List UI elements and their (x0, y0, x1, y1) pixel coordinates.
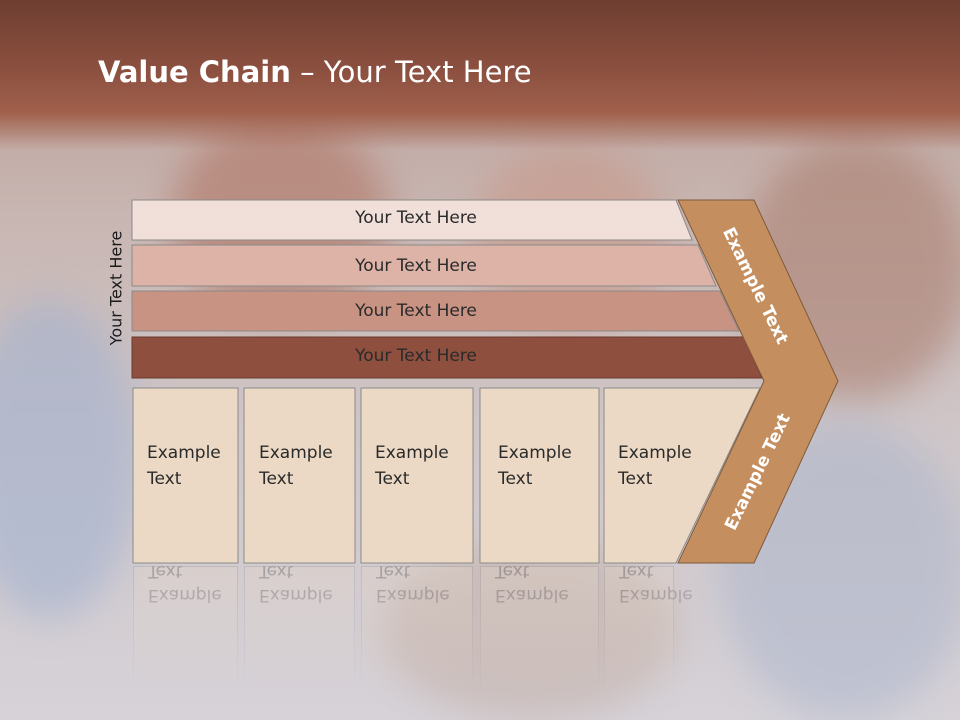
title-bold: Value Chain (98, 55, 291, 89)
column-5 (603, 387, 761, 564)
column-2 (243, 387, 356, 564)
bar-1-label: Your Text Here (355, 208, 477, 228)
column-3 (360, 387, 474, 564)
header-band (0, 0, 960, 150)
bar-1 (131, 199, 693, 241)
slide-title: Value Chain – Your Text Here (98, 55, 532, 89)
column-4 (479, 387, 600, 564)
column-1 (132, 387, 239, 564)
bar-4-label: Your Text Here (355, 346, 477, 366)
bar-3-label: Your Text Here (355, 301, 477, 321)
bar-2 (131, 244, 717, 287)
bar-2-label: Your Text Here (355, 256, 477, 276)
bar-3 (131, 290, 740, 332)
background-photo-shape (0, 300, 140, 620)
title-rest: – Your Text Here (290, 55, 532, 89)
chevron-arrow (677, 199, 839, 564)
background-photo-shape (380, 540, 680, 720)
bar-4 (131, 336, 763, 379)
